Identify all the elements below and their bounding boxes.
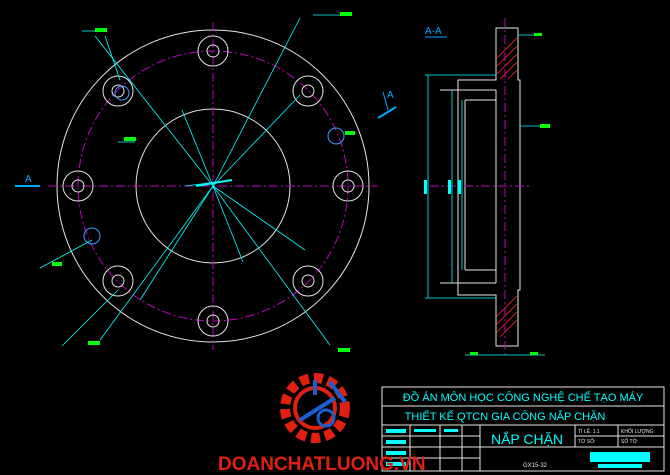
bolt-hole	[197, 35, 229, 67]
title-block-frame	[381, 386, 665, 472]
material-label: GX15-32	[523, 463, 548, 469]
pin-hole	[114, 85, 130, 101]
part-name: NẮP CHẶN	[491, 430, 563, 447]
pin-hole	[327, 127, 345, 145]
dimension-tags	[52, 12, 355, 352]
watermark-text: DOANCHATLUONG.VN	[218, 454, 426, 475]
section-marker-right: A	[387, 90, 394, 101]
sheets-label: SỐ TỜ:	[621, 438, 638, 445]
bolt-hole	[332, 170, 364, 202]
hatch-upper	[496, 37, 518, 80]
title-line-1: ĐỒ ÁN MÔN HỌC CÔNG NGHỆ CHẾ TẠO MÁY	[403, 391, 644, 404]
pin-hole	[83, 227, 101, 245]
section-marker-right-arrow	[382, 91, 389, 111]
bolt-hole	[292, 265, 324, 297]
scale-label: TỈ LỆ: 1:1	[578, 427, 600, 435]
bolt-hole	[102, 265, 134, 297]
center-mark	[195, 179, 233, 187]
bolt-hole	[102, 75, 134, 107]
section-dimension-tags	[470, 33, 550, 355]
section-title: A-A	[425, 26, 442, 37]
section-dimension-values	[424, 180, 461, 194]
bolt-holes	[62, 35, 364, 337]
gear-caliper-logo-icon	[280, 373, 350, 443]
section-view: A-A	[424, 18, 550, 358]
watermark: DOANCHATLUONG.VN	[218, 373, 426, 475]
section-marker-right-line	[377, 106, 397, 119]
bolt-hole	[197, 305, 229, 337]
section-profile	[457, 27, 521, 347]
section-marker-left: A	[25, 174, 32, 185]
title-line-2: THIẾT KẾ QTCN GIA CÔNG NẮP CHẶN	[405, 410, 606, 423]
title-block-cells	[386, 429, 458, 466]
title-block: ĐỒ ÁN MÔN HỌC CÔNG NGHỆ CHẾ TẠO MÁY THIẾ…	[381, 386, 665, 472]
bolt-hole	[62, 170, 94, 202]
mass-label: KHỐI LƯỢNG:	[621, 428, 655, 435]
school-block	[590, 452, 650, 462]
bolt-hole	[292, 75, 324, 107]
front-view: A A	[15, 12, 397, 352]
hatch-lower	[496, 295, 518, 338]
sheet-label: TỜ SỐ:	[578, 438, 595, 445]
dimension-lines	[39, 14, 340, 347]
section-dimension-lines	[425, 34, 545, 356]
